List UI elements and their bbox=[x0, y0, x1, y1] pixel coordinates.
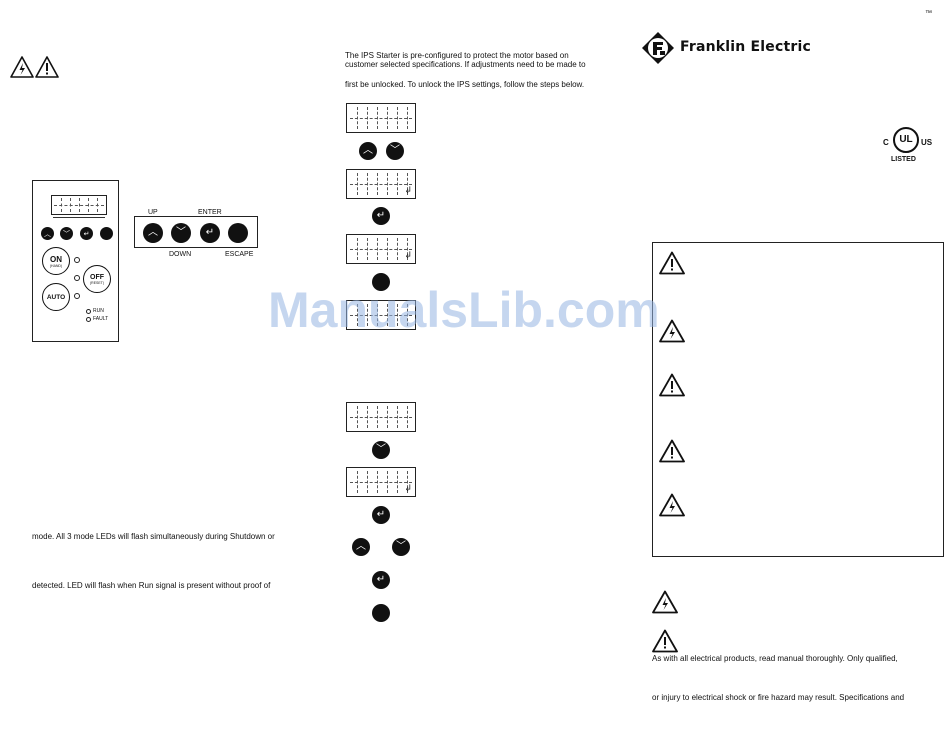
chevron-up-icon: ︿ bbox=[44, 229, 51, 238]
ul-c-label: C bbox=[883, 138, 889, 147]
auto-label: AUTO bbox=[46, 294, 66, 301]
keypad-escape-button[interactable] bbox=[228, 223, 248, 243]
step-display-4 bbox=[346, 300, 416, 330]
controller-up-button[interactable]: ︿ bbox=[41, 227, 54, 240]
left-text-line-2: detected. LED will flash when Run signal… bbox=[32, 581, 271, 590]
on-label: ON bbox=[50, 255, 62, 264]
off-reset-button[interactable]: OFF (RESET) bbox=[83, 265, 111, 293]
warning-triangle-icon bbox=[659, 251, 685, 275]
step-up-button-2[interactable]: ︿ bbox=[352, 538, 370, 556]
keypad-enter-button[interactable]: ↵ bbox=[200, 223, 220, 243]
step-enter-button-2[interactable]: ↵ bbox=[372, 506, 390, 524]
step-display-6: ↲ bbox=[346, 467, 416, 497]
intro-line-1: The IPS Starter is pre-configured to pro… bbox=[345, 51, 569, 60]
off-sub-label: (RESET) bbox=[90, 281, 104, 285]
controller-display bbox=[51, 195, 107, 215]
electric-shock-warning-icon bbox=[659, 493, 685, 517]
step-escape-button-1[interactable] bbox=[372, 273, 390, 291]
electric-shock-warning-icon bbox=[659, 319, 685, 343]
intro-line-2: customer selected specifications. If adj… bbox=[345, 60, 586, 69]
step-down-button-3[interactable]: ﹀ bbox=[392, 538, 410, 556]
enter-arrow-icon: ↵ bbox=[376, 574, 386, 585]
shock-warning-icon bbox=[10, 56, 34, 78]
safety-warning-box bbox=[652, 242, 944, 557]
ul-listed-label: LISTED bbox=[891, 156, 916, 163]
keypad-down-label: DOWN bbox=[169, 251, 192, 258]
step-enter-button-1[interactable]: ↵ bbox=[372, 207, 390, 225]
on-sub-label: (HAND) bbox=[49, 264, 63, 268]
keypad-up-label: UP bbox=[148, 209, 158, 216]
franklin-electric-logo-icon bbox=[642, 32, 674, 64]
keypad-up-button[interactable]: ︿ bbox=[143, 223, 163, 243]
enter-arrow-icon: ↵ bbox=[205, 227, 215, 238]
ul-us-label: US bbox=[921, 138, 933, 147]
step-escape-button-2[interactable] bbox=[372, 604, 390, 622]
warning-triangle-icon bbox=[652, 629, 678, 653]
enter-arrow-icon: ↵ bbox=[376, 509, 386, 520]
chevron-down-icon: ﹀ bbox=[396, 541, 406, 552]
warning-icon bbox=[35, 56, 59, 78]
electric-shock-warning-icon bbox=[652, 590, 678, 614]
chevron-down-icon: ﹀ bbox=[390, 145, 400, 156]
auto-button[interactable]: AUTO bbox=[42, 283, 70, 311]
controller-down-button[interactable]: ﹀ bbox=[60, 227, 73, 240]
enter-arrow-icon: ↲ bbox=[404, 484, 412, 494]
chevron-up-icon: ︿ bbox=[363, 145, 373, 156]
step-display-1 bbox=[346, 103, 416, 133]
footer-line-2: or injury to electrical shock or fire ha… bbox=[652, 693, 905, 702]
off-led bbox=[74, 275, 80, 281]
controller-enter-button[interactable]: ↵ bbox=[80, 227, 93, 240]
run-label: RUN bbox=[93, 308, 104, 314]
fault-led bbox=[86, 317, 91, 322]
auto-led bbox=[74, 293, 80, 299]
enter-arrow-icon: ↵ bbox=[376, 210, 386, 221]
enter-arrow-icon: ↲ bbox=[404, 251, 412, 261]
fault-label: FAULT bbox=[93, 316, 109, 322]
chevron-down-icon: ﹀ bbox=[63, 229, 70, 238]
step-up-button[interactable]: ︿ bbox=[359, 142, 377, 160]
left-text-line-1: mode. All 3 mode LEDs will flash simulta… bbox=[32, 532, 275, 541]
step-down-button-2[interactable]: ﹀ bbox=[372, 441, 390, 459]
keypad-escape-label: ESCAPE bbox=[225, 251, 254, 258]
chevron-down-icon: ﹀ bbox=[376, 444, 386, 455]
step-down-button[interactable]: ﹀ bbox=[386, 142, 404, 160]
intro-line-3: first be unlocked. To unlock the IPS set… bbox=[345, 80, 585, 89]
ul-logo-icon: UL bbox=[893, 127, 919, 153]
warning-triangle-icon bbox=[659, 439, 685, 463]
brand-name: Franklin Electric bbox=[680, 39, 811, 55]
warning-triangle-icon bbox=[659, 373, 685, 397]
ul-mark: UL bbox=[899, 134, 913, 145]
step-display-3: ↲ bbox=[346, 234, 416, 264]
manualslib-watermark: ManualsLib.com bbox=[268, 282, 660, 338]
step-display-2: ↲ bbox=[346, 169, 416, 199]
footer-line-1: As with all electrical products, read ma… bbox=[652, 654, 898, 663]
keypad-legend: ︿ ﹀ ↵ bbox=[134, 216, 258, 248]
on-led bbox=[74, 257, 80, 263]
off-label: OFF bbox=[90, 274, 104, 281]
chevron-down-icon: ﹀ bbox=[176, 227, 186, 238]
run-led bbox=[86, 309, 91, 314]
display-bracket bbox=[53, 217, 105, 221]
step-enter-button-3[interactable]: ↵ bbox=[372, 571, 390, 589]
chevron-up-icon: ︿ bbox=[356, 541, 366, 552]
controller-escape-button[interactable] bbox=[100, 227, 113, 240]
keypad-enter-label: ENTER bbox=[198, 209, 222, 216]
trademark-mark: ™ bbox=[925, 10, 932, 17]
chevron-up-icon: ︿ bbox=[148, 227, 158, 238]
on-hand-button[interactable]: ON (HAND) bbox=[42, 247, 70, 275]
enter-arrow-icon: ↵ bbox=[83, 229, 90, 238]
enter-arrow-icon: ↲ bbox=[404, 186, 412, 196]
keypad-down-button[interactable]: ﹀ bbox=[171, 223, 191, 243]
step-display-5 bbox=[346, 402, 416, 432]
controller-panel: ︿ ﹀ ↵ ON (HAND) OFF (RESET) AUTO RUN FAU… bbox=[32, 180, 119, 342]
